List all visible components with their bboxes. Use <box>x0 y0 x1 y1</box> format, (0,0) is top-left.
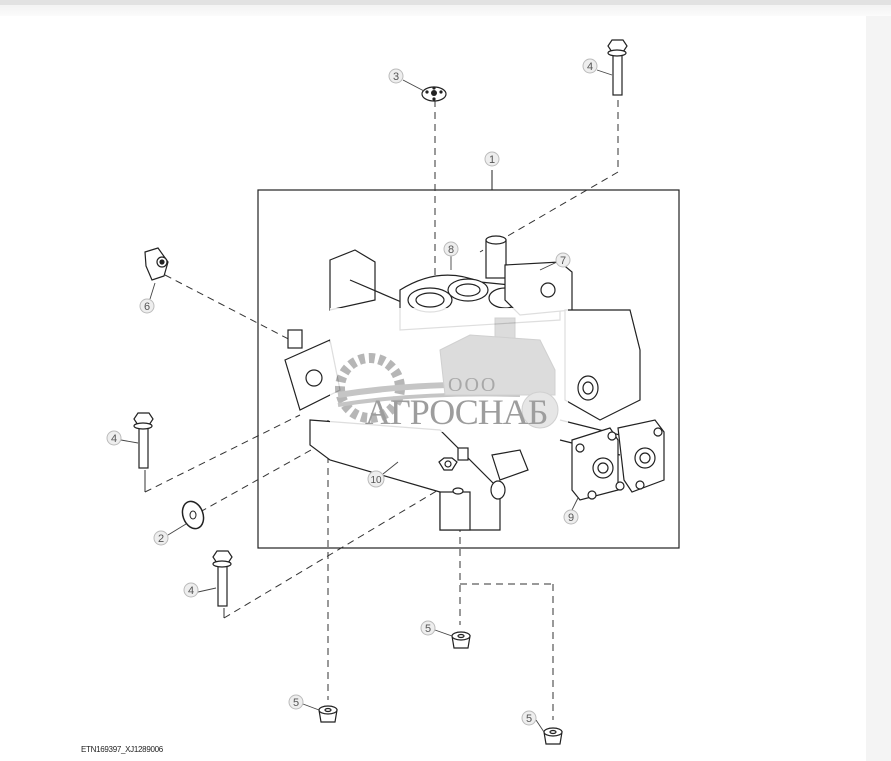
svg-text:5: 5 <box>293 697 299 709</box>
svg-text:6: 6 <box>144 301 150 313</box>
alignment-lines <box>144 100 619 720</box>
callout-7: 7 <box>555 252 571 268</box>
callout-3: 3 <box>388 68 404 84</box>
nut-icon <box>543 727 563 745</box>
svg-text:5: 5 <box>526 713 532 725</box>
washer-icon <box>181 500 205 530</box>
callout-6: 6 <box>139 298 155 314</box>
callout-2: 2 <box>153 530 169 546</box>
watermark-prefix: ООО <box>448 374 497 396</box>
combine-harvester-icon <box>439 317 559 429</box>
nut-icon <box>318 705 338 723</box>
cap-icon <box>421 86 447 102</box>
svg-text:4: 4 <box>188 585 194 597</box>
top-bar-shadow <box>0 5 891 16</box>
svg-text:2: 2 <box>158 533 164 545</box>
fitting-icon <box>144 247 169 281</box>
callout-4-bottom: 4 <box>183 582 199 598</box>
svg-text:4: 4 <box>587 61 593 73</box>
svg-text:1: 1 <box>489 154 495 166</box>
callout-leaders <box>120 69 613 733</box>
watermark-brand: АГРОСНАБ <box>365 392 547 432</box>
callout-4-left: 4 <box>106 430 122 446</box>
callout-9: 9 <box>563 509 579 525</box>
figure-caption: ETN169397_XJ1289006 <box>81 745 163 754</box>
svg-text:8: 8 <box>448 244 454 256</box>
callout-1: 1 <box>484 151 500 167</box>
bolt-icon <box>133 412 154 469</box>
assembly-frame <box>257 189 680 549</box>
bolt-icon <box>212 550 233 607</box>
callout-4-top: 4 <box>582 58 598 74</box>
watermark: ООО АГРОСНАБ <box>330 308 568 432</box>
svg-text:5: 5 <box>425 623 431 635</box>
callout-5-right: 5 <box>521 710 537 726</box>
svg-text:3: 3 <box>393 71 399 83</box>
control-valve-assembly <box>284 235 665 531</box>
callout-5-center: 5 <box>420 620 436 636</box>
svg-text:7: 7 <box>560 255 566 267</box>
svg-text:10: 10 <box>370 475 382 486</box>
nut-icon <box>451 631 471 649</box>
bolt-icon <box>607 39 628 96</box>
callout-5-left: 5 <box>288 694 304 710</box>
callout-10: 10 <box>367 470 385 488</box>
top-bar <box>0 0 891 5</box>
callout-8: 8 <box>443 241 459 257</box>
svg-text:9: 9 <box>568 512 574 524</box>
svg-text:4: 4 <box>111 433 117 445</box>
scrollbar-track[interactable] <box>866 16 891 761</box>
